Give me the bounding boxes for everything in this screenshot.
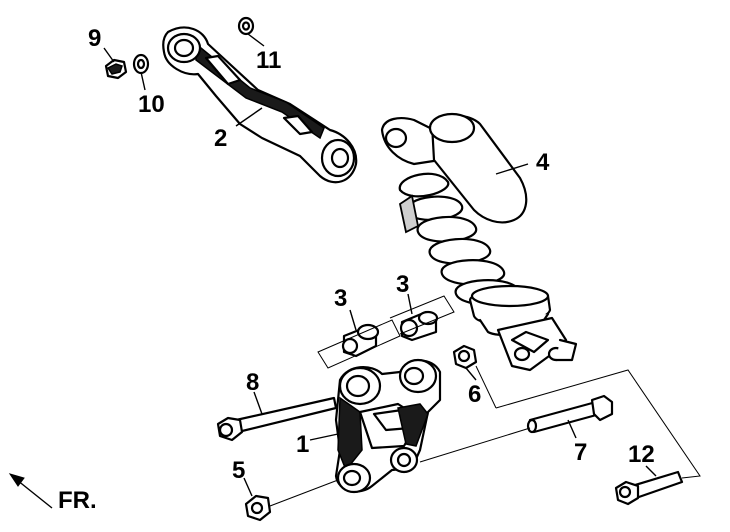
washer-part-10 xyxy=(132,53,150,75)
front-direction-label: FR. xyxy=(58,487,97,514)
bolt-part-7 xyxy=(526,394,614,434)
bolt-part-12 xyxy=(614,470,684,506)
shock-absorber-part xyxy=(380,112,578,372)
callout-10: 10 xyxy=(138,91,165,118)
callout-7: 7 xyxy=(574,439,587,466)
nut-part-5 xyxy=(244,494,272,522)
callout-3b: 3 xyxy=(396,271,409,298)
callout-11: 11 xyxy=(256,47,281,74)
washer-part-11 xyxy=(237,16,255,36)
callout-9: 9 xyxy=(88,25,101,52)
callout-6: 6 xyxy=(468,381,481,408)
nut-part-6 xyxy=(452,344,478,370)
rocker-bracket-part xyxy=(334,358,442,494)
nut-5-guide-line xyxy=(269,479,339,507)
bushing-part-3a xyxy=(341,323,380,358)
callout-8: 8 xyxy=(246,369,259,396)
assembly-guide-lines xyxy=(495,369,701,479)
callout-4: 4 xyxy=(536,149,550,176)
front-direction-indicator: FR. xyxy=(8,473,97,514)
nut-part-9 xyxy=(104,58,128,80)
linkage-rod-part xyxy=(162,26,358,184)
leader-lines xyxy=(103,33,657,497)
bushing-guide-lines xyxy=(317,319,401,369)
bolt-7-guide-line xyxy=(419,427,531,463)
callout-2: 2 xyxy=(214,125,227,152)
bolt-part-8 xyxy=(216,396,338,442)
callout-5: 5 xyxy=(232,457,245,484)
callout-3a: 3 xyxy=(334,285,347,312)
callout-1: 1 xyxy=(296,431,309,458)
callout-12: 12 xyxy=(628,441,655,468)
